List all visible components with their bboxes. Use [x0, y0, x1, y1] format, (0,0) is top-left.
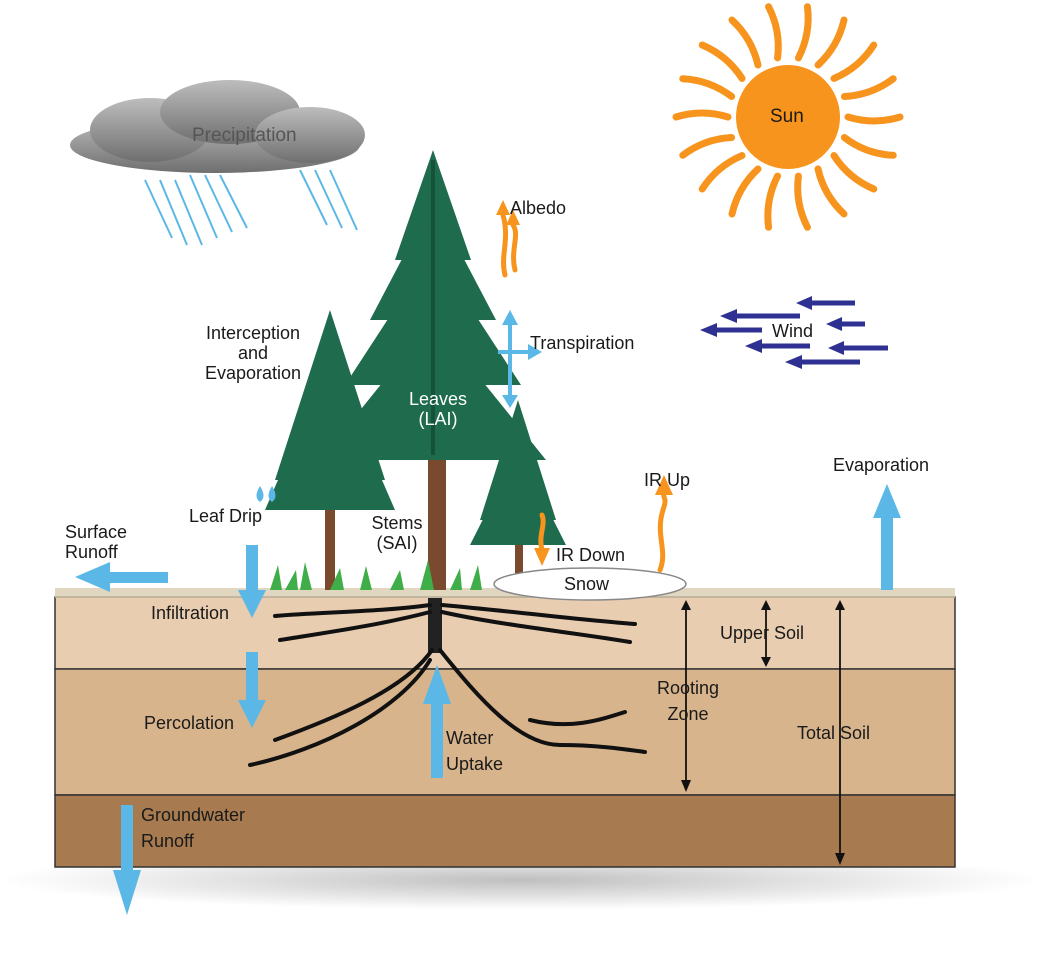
surface-runoff-line-1: Surface: [65, 522, 128, 542]
sun-ray: [814, 16, 848, 69]
sun-ray: [844, 113, 904, 125]
energy-arrows: [500, 212, 668, 573]
ground-surface: [55, 588, 955, 598]
rooting-zone-label: Rooting Zone: [648, 678, 728, 725]
leaves-label: Leaves (LAI): [398, 389, 478, 430]
wind-arrows: [700, 296, 888, 369]
water-uptake-label: Water Uptake: [446, 728, 504, 775]
rooting-zone-line-1: Rooting: [656, 678, 720, 698]
sun-ray: [698, 41, 746, 82]
wind-label: Wind: [772, 321, 814, 341]
tree-icon: [265, 150, 566, 590]
cloud-icon: [70, 80, 365, 173]
grass-icon: [270, 560, 482, 590]
groundwater-line-2: Runoff: [141, 830, 194, 851]
interception-line-2: and: [237, 342, 269, 363]
ir-up-label: IR Up: [644, 470, 691, 490]
sun-ray: [830, 152, 878, 193]
rain-icon: [144, 169, 358, 246]
interception-label: Interception and Evaporation: [192, 323, 314, 383]
sun-label: Sun: [770, 106, 804, 127]
sun-ray: [698, 152, 746, 193]
sun-icon: [672, 3, 904, 231]
soil-block: [54, 588, 956, 868]
ir-down-label: IR Down: [556, 545, 626, 565]
leaves-line-1: Leaves: [408, 389, 468, 409]
leaves-line-2: (LAI): [418, 408, 458, 429]
precipitation-label: Precipitation: [192, 125, 297, 146]
sun-ray: [794, 3, 812, 62]
sun-ray: [728, 165, 762, 218]
sun-ray: [794, 172, 811, 231]
sun-ray: [814, 165, 848, 218]
dimension-lines: [681, 600, 845, 865]
albedo-label: Albedo: [510, 198, 567, 218]
percolation-label: Percolation: [144, 713, 235, 733]
stems-line-1: Stems: [371, 513, 423, 533]
water-uptake-line-1: Water: [446, 728, 494, 748]
interception-line-3: Evaporation: [204, 362, 302, 383]
snow-label: Snow: [564, 574, 610, 594]
sun-ray: [679, 134, 736, 159]
rooting-zone-line-2: Zone: [667, 703, 709, 724]
energy-arrowheads: [496, 200, 673, 566]
leaf-drip-label: Leaf Drip: [189, 506, 263, 526]
infiltration-label: Infiltration: [151, 603, 230, 623]
sun-ray: [840, 75, 897, 100]
surface-runoff-line-2: Runoff: [65, 541, 118, 562]
stems-line-2: (SAI): [376, 532, 418, 553]
sun-ray: [830, 41, 878, 82]
sun-ray: [764, 172, 782, 231]
upper-soil-label: Upper Soil: [720, 623, 805, 643]
upper-soil-layer: [54, 596, 956, 670]
water-uptake-line-2: Uptake: [446, 753, 504, 774]
total-soil-label: Total Soil: [797, 723, 871, 743]
interception-line-1: Interception: [205, 323, 301, 343]
snow-icon: [493, 567, 687, 601]
evaporation-label: Evaporation: [833, 455, 930, 475]
sun-ray: [765, 3, 782, 62]
sun-ray: [672, 109, 732, 121]
transpiration-label: Transpiration: [530, 333, 635, 353]
roots-icon: [248, 598, 647, 767]
sun-ray: [728, 16, 762, 69]
deep-soil-layer: [54, 794, 956, 868]
sun-ray: [679, 75, 736, 100]
stems-label: Stems (SAI): [362, 513, 432, 554]
groundwater-runoff-label: Groundwater Runoff: [141, 805, 246, 852]
groundwater-line-1: Groundwater: [141, 805, 246, 825]
water-arrows: [75, 310, 901, 915]
sun-ray: [840, 134, 897, 159]
surface-runoff-label: Surface Runoff: [65, 522, 128, 563]
